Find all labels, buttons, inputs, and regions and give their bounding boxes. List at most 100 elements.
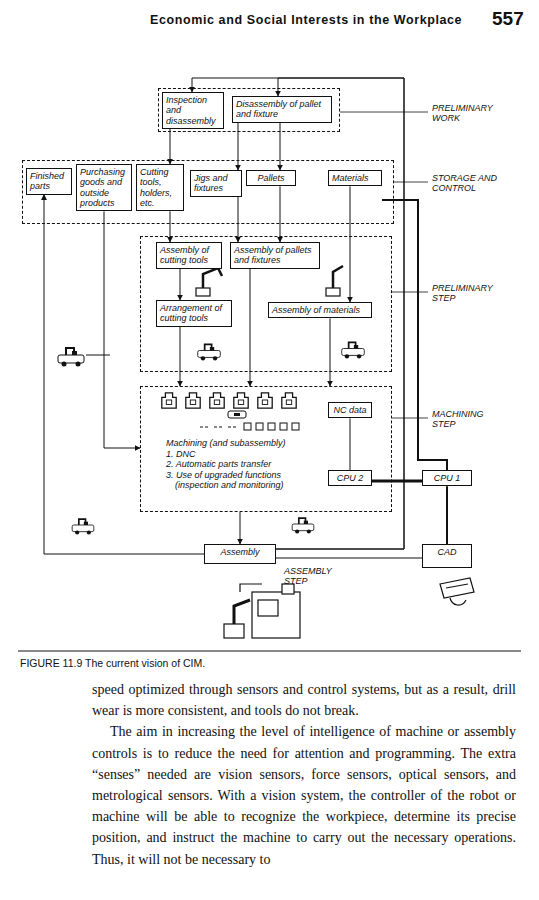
- box-label: Disassembly of pallet and fixture: [236, 99, 328, 120]
- drawing-stroke: [440, 578, 474, 598]
- drawn-icon: [282, 393, 296, 408]
- process-box: Assembly: [204, 544, 276, 564]
- drawn-icon: [162, 393, 176, 408]
- connector: [170, 211, 171, 242]
- drawing-stroke: [244, 423, 251, 430]
- figure-caption: FIGURE 11.9 The current vision of CIM.: [20, 657, 205, 670]
- drawing-stroke: [280, 423, 287, 430]
- drawing-stroke: [200, 427, 238, 428]
- leader-line: [340, 112, 428, 418]
- drawing-stroke: [333, 266, 343, 288]
- body-paragraph: speed optimized through sensors and cont…: [92, 679, 516, 721]
- connector: [240, 512, 241, 544]
- drawing-stroke: [394, 182, 428, 183]
- drawing-stroke: [224, 624, 244, 638]
- box-label: Pallets: [250, 173, 292, 183]
- caption-rule: [18, 651, 521, 652]
- cart-wire: [86, 355, 110, 356]
- process-box: Inspection and disassembly: [162, 92, 224, 129]
- process-box: Purchasing goods and outside products: [76, 164, 132, 211]
- process-box: Assembly of materials: [268, 302, 372, 318]
- process-box: Arrangement of cutting tools: [156, 300, 232, 327]
- process-box: Pallets: [246, 170, 296, 186]
- connector: [350, 418, 351, 470]
- box-label: CPU 1: [426, 473, 468, 483]
- drawing-stroke: [240, 584, 262, 592]
- connector: [104, 211, 140, 448]
- process-box: NC data: [328, 402, 372, 418]
- drawing-stroke: [292, 423, 299, 430]
- dashed-region: PRELIMINARY WORKInspection and disassemb…: [158, 88, 340, 132]
- drawing-stroke: [234, 413, 240, 416]
- process-box: Assembly of pallets and fixtures: [230, 242, 320, 269]
- drawing-stroke: [326, 288, 340, 296]
- dashed-region: MACHINING STEPMachining (and subassembly…: [140, 386, 392, 512]
- drawn-icon: [234, 393, 248, 408]
- box-label: Assembly of materials: [272, 305, 368, 315]
- process-box: Materials: [328, 170, 382, 186]
- box-label: Finished parts: [30, 171, 68, 192]
- assembly-machine: [224, 584, 300, 638]
- drawing-stroke: [340, 112, 428, 113]
- process-box: CPU 2: [328, 470, 372, 486]
- connector: [238, 123, 239, 170]
- robot-arm: [196, 266, 343, 296]
- drawn-icon: [186, 393, 200, 408]
- drawing-stroke: [256, 423, 263, 430]
- step-heading: MACHINING STEP: [432, 409, 498, 430]
- body-text: 1. DNC: [166, 449, 326, 460]
- step-heading: STORAGE AND CONTROL: [432, 173, 498, 194]
- drawing-stroke: [392, 418, 428, 419]
- dashed-region: PRELIMINARY STEPAssembly of cutting tool…: [140, 236, 392, 372]
- box-label: CAD: [426, 547, 468, 557]
- process-box: Finished parts: [26, 168, 72, 195]
- process-box: Disassembly of pallet and fixture: [232, 96, 332, 123]
- process-box: Assembly of cutting tools: [156, 242, 222, 269]
- process-box: Jigs and fixtures: [190, 170, 242, 197]
- body-text: 2. Automatic parts transfer: [166, 459, 326, 470]
- drawing-stroke: [446, 584, 468, 588]
- terminal-hand: [440, 578, 474, 605]
- drawing-stroke: [392, 292, 428, 293]
- box-label: Cutting tools, holders, etc.: [140, 167, 180, 208]
- box-label: Assembly of pallets and fixtures: [234, 245, 316, 266]
- drawing-stroke: [450, 598, 466, 605]
- box-label: Materials: [332, 173, 378, 183]
- drawing-stroke: [196, 288, 210, 296]
- connector: [250, 269, 251, 386]
- box-label: Inspection and disassembly: [166, 95, 220, 126]
- connector: [276, 558, 422, 559]
- connector: [330, 318, 331, 386]
- connector: [180, 269, 181, 300]
- step-heading: PRELIMINARY STEP: [432, 283, 498, 304]
- process-box: CAD: [422, 544, 472, 568]
- step-label: ASSEMBLY STEP: [284, 566, 338, 587]
- connector: [280, 186, 281, 242]
- drawn-icon: [198, 344, 221, 360]
- box-label: Purchasing goods and outside products: [80, 167, 128, 208]
- drawing-stroke: [258, 600, 278, 616]
- page-number: 557: [492, 8, 532, 31]
- dashed-region: STORAGE AND CONTROLFinished partsPurchas…: [22, 160, 394, 224]
- connector: [280, 123, 281, 170]
- drawn-icon: [210, 393, 224, 408]
- connector: [350, 186, 351, 302]
- drawing-stroke: [252, 592, 300, 638]
- machine-icons: [162, 393, 299, 430]
- body-text: 3. Use of upgraded functions (inspection…: [166, 470, 326, 491]
- connector: [446, 486, 448, 544]
- drawn-icon: [342, 342, 365, 358]
- drawn-icon: [292, 518, 314, 533]
- body-paragraph: The aim in increasing the level of intel…: [92, 721, 516, 869]
- drawn-icon: [58, 348, 84, 367]
- running-head: Economic and Social Interests in the Wor…: [150, 13, 490, 28]
- drawn-icon: [258, 393, 272, 408]
- box-label: Arrangement of cutting tools: [160, 303, 228, 324]
- connector: [372, 480, 422, 483]
- box-label: Assembly of cutting tools: [160, 245, 218, 266]
- body-text: Machining (and subassembly): [166, 438, 326, 449]
- connector: [180, 327, 181, 386]
